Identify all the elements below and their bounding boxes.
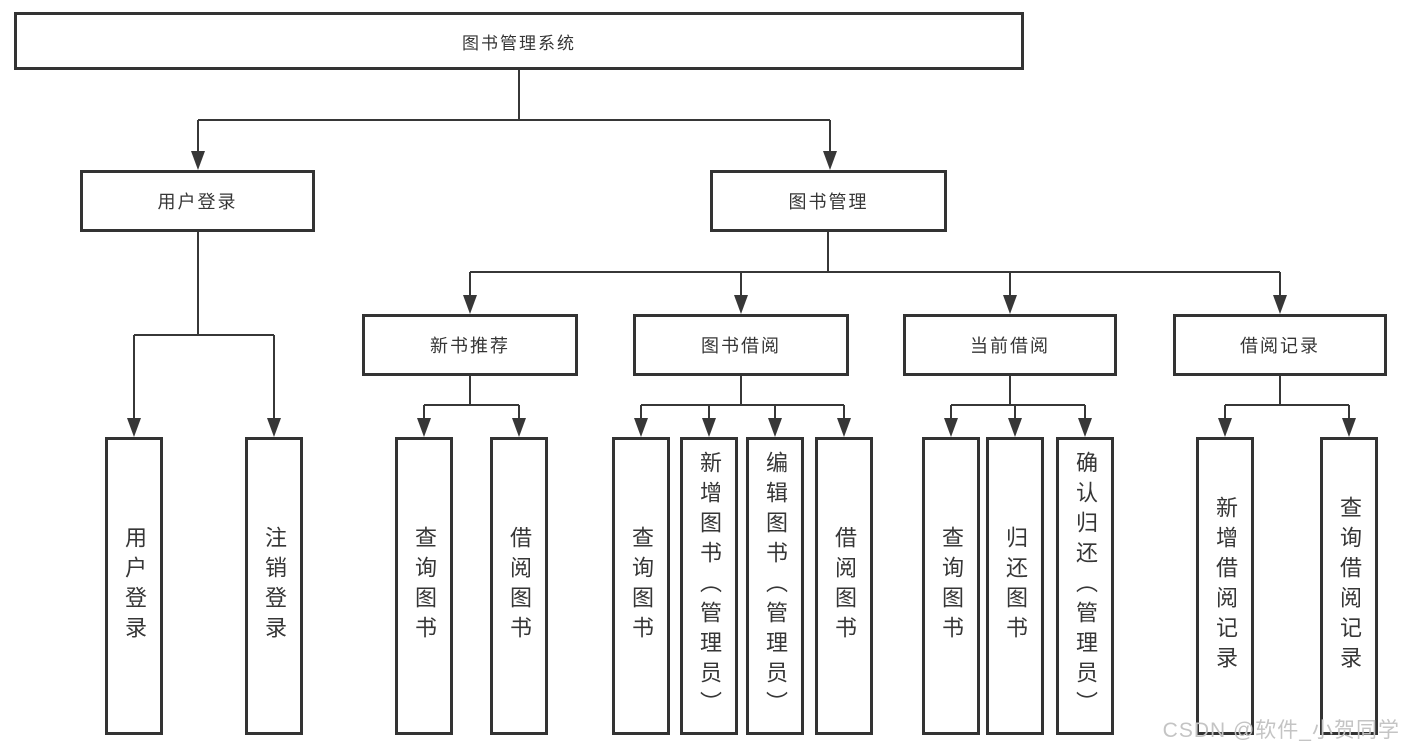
node-borrowing-records: 借阅记录 [1173,314,1387,376]
leaf-label: 用户登录 [122,526,147,646]
leaf-label: 借阅图书 [832,526,857,646]
node-book-management: 图书管理 [710,170,947,232]
node-label: 用户登录 [157,192,238,212]
leaf-label: 新增图书（管理员） [697,451,722,721]
leaf-add-borrow-record: 新增借阅记录 [1196,437,1254,735]
node-label: 图书借阅 [701,336,781,356]
leaf-query-books: 查询图书 [395,437,453,735]
node-library-management-system: 图书管理系统 [14,12,1024,70]
node-user-login: 用户登录 [80,170,315,232]
csdn-watermark: CSDN @软件_小贺同学 [1162,719,1400,742]
leaf-label: 查询图书 [412,526,437,646]
leaf-query-books: 查询图书 [922,437,980,735]
leaf-return-books: 归还图书 [986,437,1044,735]
node-label: 新书推荐 [430,336,510,356]
leaf-label: 注销登录 [262,526,287,646]
leaf-label: 确认归还（管理员） [1073,451,1098,721]
leaf-logout: 注销登录 [245,437,303,735]
node-label: 当前借阅 [970,336,1050,356]
leaf-label: 借阅图书 [507,526,532,646]
leaf-query-borrow-record: 查询借阅记录 [1320,437,1378,735]
leaf-user-login: 用户登录 [105,437,163,735]
leaf-confirm-return-admin: 确认归还（管理员） [1056,437,1114,735]
leaf-borrow-books: 借阅图书 [815,437,873,735]
node-label: 图书管理系统 [462,33,576,53]
leaf-label: 归还图书 [1003,526,1028,646]
arrowheads [127,151,1356,437]
leaf-add-books-admin: 新增图书（管理员） [680,437,738,735]
node-label: 图书管理 [788,192,869,212]
leaf-edit-books-admin: 编辑图书（管理员） [746,437,804,735]
leaf-label: 编辑图书（管理员） [763,451,788,721]
leaf-query-books: 查询图书 [612,437,670,735]
node-label: 借阅记录 [1240,336,1320,356]
node-new-book-recommendation: 新书推荐 [362,314,578,376]
leaf-label: 查询图书 [939,526,964,646]
leaf-label: 查询图书 [629,526,654,646]
leaf-borrow-books: 借阅图书 [490,437,548,735]
leaf-label: 新增借阅记录 [1213,496,1238,676]
node-current-borrowing: 当前借阅 [903,314,1117,376]
leaf-label: 查询借阅记录 [1337,496,1362,676]
node-book-borrowing: 图书借阅 [633,314,849,376]
